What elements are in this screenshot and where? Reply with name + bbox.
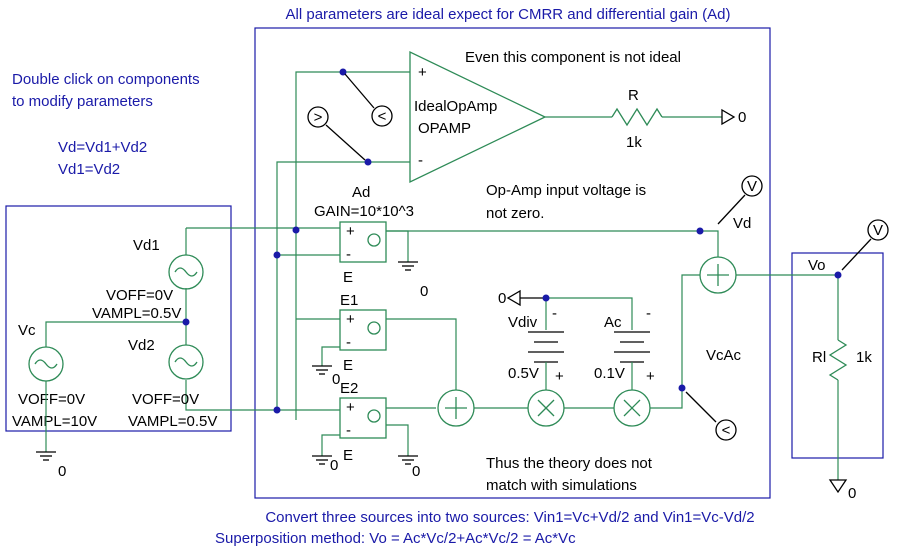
ground-r bbox=[721, 108, 736, 126]
svg-text:0: 0 bbox=[58, 463, 66, 480]
resistor-rl-value: 1k bbox=[856, 349, 872, 366]
input-voltage-note-2: not zero. bbox=[486, 205, 544, 222]
node-plus bbox=[339, 68, 347, 76]
vd2-source[interactable] bbox=[168, 344, 204, 380]
resistor-rl-name: Rl bbox=[812, 349, 826, 366]
summer-2[interactable] bbox=[699, 256, 737, 294]
svg-text:0: 0 bbox=[330, 457, 338, 474]
double-click-note-2: to modify parameters bbox=[12, 93, 153, 110]
opamp-plus: + bbox=[418, 64, 427, 81]
node-minus bbox=[364, 158, 372, 166]
resistor-r[interactable] bbox=[611, 107, 663, 127]
ac-name: Ac bbox=[604, 314, 622, 331]
theory-note-1: Thus the theory does not bbox=[486, 455, 653, 472]
probe-v-vo[interactable]: V bbox=[841, 219, 889, 271]
svg-text:0: 0 bbox=[332, 371, 340, 388]
ad-gnd-label: 0 bbox=[420, 283, 428, 300]
vc-voff: VOFF=0V bbox=[18, 391, 85, 408]
top-note: All parameters are ideal expect for CMRR… bbox=[286, 6, 731, 23]
double-click-note-1: Double click on components bbox=[12, 71, 200, 88]
vc-vampl: VAMPL=10V bbox=[12, 413, 97, 430]
vd-label: Vd bbox=[733, 215, 751, 232]
main-frame bbox=[254, 27, 771, 499]
svg-text:V: V bbox=[747, 178, 757, 195]
probe-lt-top[interactable]: < bbox=[344, 73, 393, 127]
resistor-r-name: R bbox=[628, 87, 639, 104]
svg-text:+: + bbox=[346, 223, 355, 240]
vd2-vampl: VAMPL=0.5V bbox=[128, 413, 217, 430]
ground-r-label: 0 bbox=[738, 109, 746, 126]
svg-text:+: + bbox=[346, 311, 355, 328]
svg-text:-: - bbox=[346, 246, 351, 263]
e2-source[interactable]: + - bbox=[339, 397, 387, 439]
svg-text:+: + bbox=[346, 399, 355, 416]
resistor-r-value: 1k bbox=[626, 134, 642, 151]
opamp-body bbox=[409, 50, 547, 184]
opamp-name: IdealOpAmp bbox=[414, 98, 497, 115]
vd2-voff: VOFF=0V bbox=[132, 391, 199, 408]
equation-2: Vd1=Vd2 bbox=[58, 161, 120, 178]
vcac-label: VcAc bbox=[706, 347, 742, 364]
svg-text:0: 0 bbox=[848, 485, 856, 502]
e2-name: E2 bbox=[340, 380, 358, 397]
input-voltage-note-1: Op-Amp input voltage is bbox=[486, 182, 646, 199]
svg-text:+: + bbox=[555, 368, 564, 385]
theory-note-2: match with simulations bbox=[486, 477, 637, 494]
sources-frame bbox=[5, 205, 232, 432]
ground-rl bbox=[828, 479, 848, 494]
ground-vdiv bbox=[506, 289, 521, 307]
vc-source[interactable] bbox=[28, 346, 64, 382]
vo-label: Vo bbox=[808, 257, 826, 274]
opamp-minus: - bbox=[418, 152, 423, 169]
e1-name: E1 bbox=[340, 292, 358, 309]
e2-e: E bbox=[343, 447, 353, 464]
svg-text:<: < bbox=[378, 108, 387, 125]
superposition-note: Superposition method: Vo = Ac*Vc/2+Ac*Vc… bbox=[215, 530, 576, 547]
probe-v-vd[interactable]: V bbox=[717, 175, 763, 225]
ad-source[interactable]: + - bbox=[339, 221, 387, 263]
vd2-name: Vd2 bbox=[128, 337, 155, 354]
multiplier-2[interactable] bbox=[613, 389, 651, 427]
vdiv-name: Vdiv bbox=[508, 314, 538, 331]
probe-gt[interactable]: > bbox=[307, 106, 366, 161]
svg-text:-: - bbox=[346, 334, 351, 351]
vd1-vampl: VAMPL=0.5V bbox=[92, 305, 181, 322]
opamp[interactable]: + - IdealOpAmp OPAMP bbox=[409, 50, 547, 184]
equation-1: Vd=Vd1+Vd2 bbox=[58, 139, 147, 156]
not-ideal-note: Even this component is not ideal bbox=[465, 49, 681, 66]
opamp-plus-wire bbox=[295, 71, 410, 420]
vd1-voff: VOFF=0V bbox=[106, 287, 173, 304]
ad-e: E bbox=[343, 269, 353, 286]
e1-source[interactable]: + - bbox=[339, 309, 387, 351]
svg-text:-: - bbox=[552, 305, 557, 322]
vdiv-value: 0.5V bbox=[508, 365, 539, 382]
convert-note: Convert three sources into two sources: … bbox=[265, 509, 754, 526]
ad-name: Ad bbox=[352, 184, 370, 201]
ac-value: 0.1V bbox=[594, 365, 625, 382]
svg-text:V: V bbox=[873, 222, 883, 239]
svg-text:0: 0 bbox=[412, 463, 420, 480]
e1-e: E bbox=[343, 357, 353, 374]
vd1-name: Vd1 bbox=[133, 237, 160, 254]
svg-text:>: > bbox=[314, 109, 323, 126]
svg-text:-: - bbox=[346, 422, 351, 439]
svg-text:<: < bbox=[722, 422, 731, 439]
summer-1[interactable] bbox=[437, 389, 475, 427]
vd1-source[interactable] bbox=[168, 254, 204, 290]
resistor-rl[interactable] bbox=[828, 339, 848, 381]
ad-gain: GAIN=10*10^3 bbox=[314, 203, 414, 220]
probe-lt-vcac[interactable]: < bbox=[685, 391, 737, 441]
multiplier-1[interactable] bbox=[527, 389, 565, 427]
svg-text:0: 0 bbox=[498, 290, 506, 307]
svg-text:-: - bbox=[646, 305, 651, 322]
opamp-type: OPAMP bbox=[418, 120, 471, 137]
vc-name: Vc bbox=[18, 322, 36, 339]
svg-text:+: + bbox=[646, 368, 655, 385]
